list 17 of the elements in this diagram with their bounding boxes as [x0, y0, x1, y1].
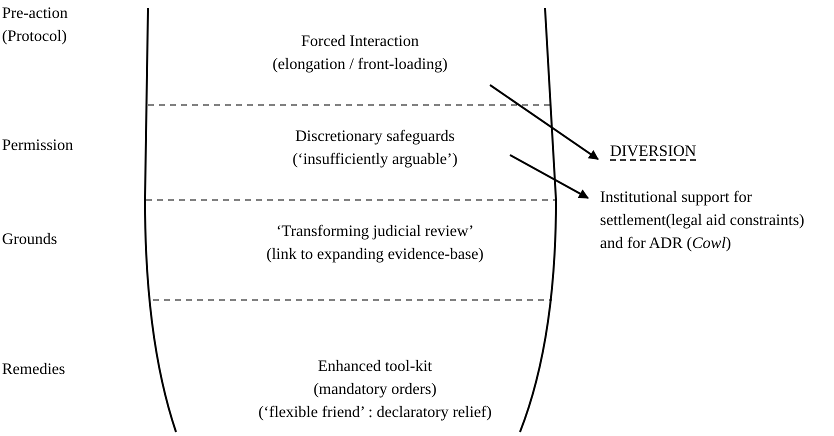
- stage-label: Remedies: [2, 360, 66, 380]
- stage-label: Permission: [2, 136, 74, 156]
- band-text: Discretionary safeguards: [295, 127, 455, 147]
- arrow: [489, 84, 599, 160]
- band-text: (elongation / front-loading): [272, 55, 448, 75]
- heading-text: DIVERSION: [610, 142, 696, 162]
- band-text: (‘flexible friend’ : declaratory relief): [258, 403, 492, 423]
- band-text: (‘insufficiently arguable’): [292, 150, 458, 170]
- band-text: (link to expanding evidence-base): [266, 245, 484, 265]
- side-note: Institutional support for settlement(legal aid constraints) and for ADR (Cowl): [600, 188, 806, 254]
- arrow: [510, 154, 589, 199]
- stage-label: Grounds: [2, 230, 58, 250]
- band-text: Forced Interaction: [301, 32, 419, 52]
- band-text: Enhanced tool-kit: [318, 357, 432, 377]
- band-text: (mandatory orders): [313, 380, 437, 400]
- stage-label: Pre-action (Protocol): [2, 4, 69, 47]
- band-text: ‘Transforming judicial review’: [276, 222, 474, 242]
